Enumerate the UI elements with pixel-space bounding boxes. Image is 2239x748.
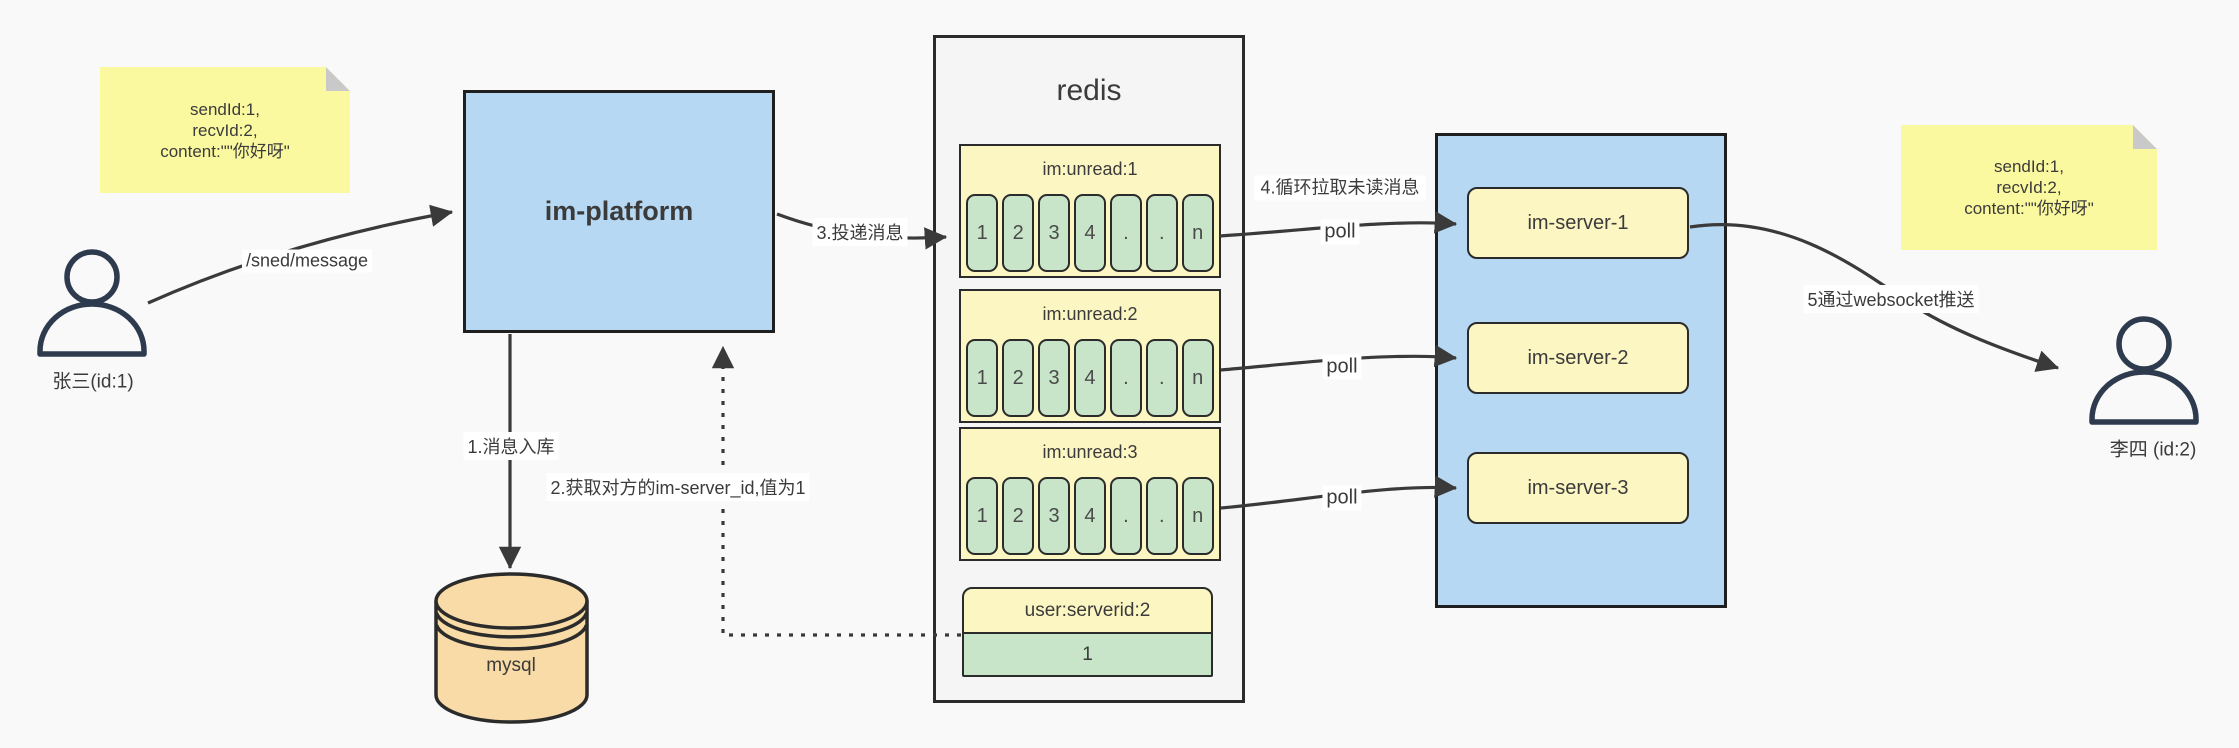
queue-cell: 4	[1073, 339, 1107, 417]
edge-label-poll-3: poll	[1322, 485, 1362, 511]
edge-label-poll-2: poll	[1322, 354, 1362, 380]
queue-im-unread-1: im:unread:1 1 2 3 4 . . n	[959, 144, 1221, 278]
queue-im-unread-3: im:unread:3 1 2 3 4 . . n	[959, 427, 1221, 561]
note-fold-corner	[2133, 125, 2157, 149]
sender-person-icon	[37, 249, 147, 357]
queue-cell: n	[1181, 339, 1214, 417]
im-server-3-box: im-server-3	[1467, 452, 1689, 524]
kv-key: user:serverid:2	[964, 589, 1211, 634]
im-server-2-label: im-server-2	[1527, 346, 1629, 369]
im-server-2-box: im-server-2	[1467, 322, 1689, 394]
kv-value: 1	[964, 634, 1211, 675]
queue-cell: .	[1145, 339, 1179, 417]
queue-cell: 4	[1073, 477, 1107, 555]
queue-cell: .	[1109, 194, 1143, 272]
im-platform-box: im-platform	[463, 90, 775, 333]
message-note-right: sendId:1, recvId:2, content:""你好呀"	[1901, 125, 2157, 250]
note-line: content:""你好呀"	[1964, 199, 2094, 218]
queue-cell: .	[1109, 477, 1143, 555]
sender-label: 张三(id:1)	[52, 371, 134, 393]
queue-cell: 1	[966, 194, 999, 272]
im-server-3-label: im-server-3	[1527, 476, 1629, 499]
queue-title: im:unread:2	[1042, 303, 1138, 324]
message-note-left: sendId:1, recvId:2, content:""你好呀"	[100, 67, 350, 193]
receiver-person-icon	[2089, 316, 2199, 425]
queue-cell: .	[1109, 339, 1143, 417]
queue-cells: 1 2 3 4 . . n	[966, 194, 1214, 272]
note-fold-corner	[326, 67, 350, 91]
im-server-1-label: im-server-1	[1527, 211, 1629, 234]
queue-cell: 3	[1037, 339, 1071, 417]
edge-label-store: 1.消息入库	[463, 432, 559, 460]
mysql-database-icon	[434, 572, 589, 724]
note-line: recvId:2,	[192, 120, 258, 140]
edge-label-deliver: 3.投递消息	[812, 218, 908, 246]
queue-im-unread-2: im:unread:2 1 2 3 4 . . n	[959, 289, 1221, 423]
queue-cell: 1	[966, 339, 999, 417]
queue-cell: 4	[1073, 194, 1107, 272]
note-line: content:""你好呀"	[160, 141, 290, 161]
queue-cell: n	[1181, 477, 1214, 555]
edge-label-lookup: 2.获取对方的im-server_id,值为1	[546, 473, 810, 501]
queue-title: im:unread:3	[1042, 441, 1138, 462]
queue-title: im:unread:1	[1042, 158, 1138, 179]
queue-cells: 1 2 3 4 . . n	[966, 339, 1214, 417]
edge-label-poll-1: poll	[1320, 219, 1360, 245]
receiver-label: 李四 (id:2)	[2109, 439, 2197, 461]
queue-cell: .	[1145, 477, 1179, 555]
edge-label-push: 5通过websocket推送	[1803, 285, 1979, 313]
queue-cell: .	[1145, 194, 1179, 272]
queue-cell: 3	[1037, 477, 1071, 555]
queue-cells: 1 2 3 4 . . n	[966, 477, 1214, 555]
queue-cell: 2	[1001, 339, 1035, 417]
mysql-label: mysql	[486, 655, 536, 676]
im-platform-label: im-platform	[544, 196, 694, 226]
edge-label-send: /sned/message	[241, 249, 373, 273]
kv-user-serverid: user:serverid:2 1	[962, 587, 1213, 677]
queue-cell: 2	[1001, 194, 1035, 272]
queue-cell: 2	[1001, 477, 1035, 555]
note-line: sendId:1,	[1994, 157, 2064, 176]
queue-cell: 3	[1037, 194, 1071, 272]
im-server-1-box: im-server-1	[1467, 187, 1689, 259]
queue-cell: 1	[966, 477, 999, 555]
note-line: sendId:1,	[190, 99, 260, 119]
edge-label-poll-loop: 4.循环拉取未读消息	[1254, 175, 1426, 201]
queue-cell: n	[1181, 194, 1214, 272]
redis-title: redis	[1056, 74, 1122, 107]
note-line: recvId:2,	[1996, 178, 2062, 197]
